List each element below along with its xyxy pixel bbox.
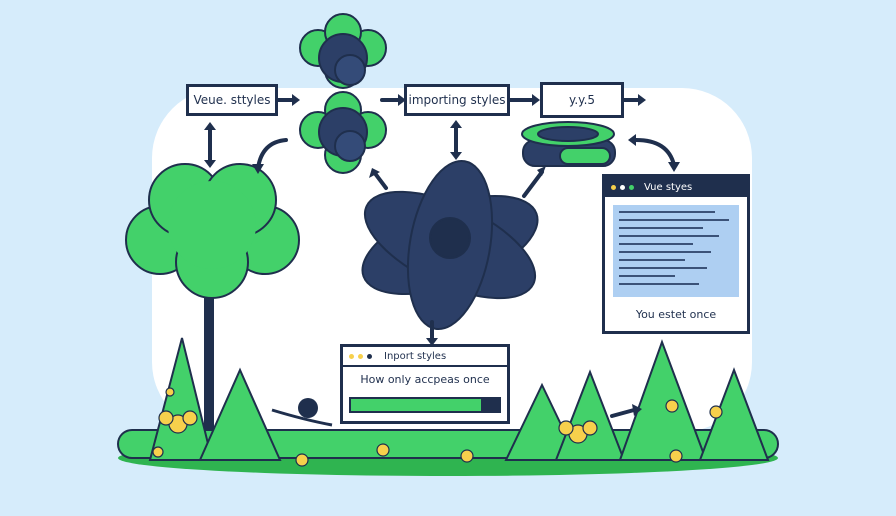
code-area	[613, 205, 739, 297]
arrow-heads	[204, 94, 680, 416]
code-line	[619, 227, 703, 229]
code-line	[619, 251, 711, 253]
code-line	[619, 283, 699, 285]
vue-styles-label: Veue. sttyles	[186, 84, 278, 116]
import-panel: Inport styles How only accpeas once	[340, 344, 510, 424]
vue-styles-text: Veue. sttyles	[193, 93, 271, 107]
code-line	[619, 243, 693, 245]
version-text: y.y.5	[568, 93, 596, 107]
atom-icon	[361, 160, 539, 330]
ramp-line	[271, 408, 333, 427]
tree-crown	[125, 163, 300, 299]
import-panel-titlebar: Inport styles	[343, 347, 507, 367]
import-progress-fill	[351, 399, 482, 411]
code-line	[619, 259, 685, 261]
code-panel-footer: You estet once	[635, 308, 717, 321]
cone-trees	[148, 337, 770, 461]
window-dot-icon	[367, 353, 372, 359]
window-dot-icon	[358, 353, 363, 359]
code-line	[619, 267, 707, 269]
code-line	[619, 275, 675, 277]
import-panel-title: Inport styles	[384, 350, 447, 362]
code-panel: Vue styes You estet once	[602, 174, 750, 334]
top-cluster-2	[299, 91, 387, 174]
flowers	[152, 387, 723, 467]
window-dot-icon	[349, 353, 354, 359]
code-line	[619, 235, 719, 237]
import-panel-subtitle: How only accpeas once	[343, 367, 507, 391]
tree-trunk	[204, 262, 214, 430]
code-line	[619, 211, 715, 213]
code-panel-title: Vue styes	[644, 181, 693, 193]
window-dot-icon	[629, 184, 634, 190]
import-progress-bar	[349, 397, 501, 413]
code-line	[619, 219, 729, 221]
code-panel-titlebar: Vue styes	[605, 177, 747, 197]
coin-stack-icon	[521, 121, 616, 167]
importing-styles-label: importing styles	[404, 84, 510, 116]
version-label: y.y.5	[540, 82, 624, 118]
small-ball	[298, 398, 318, 418]
flow-arrows	[208, 98, 676, 418]
importing-styles-text: importing styles	[408, 93, 506, 107]
top-cluster-1	[299, 13, 387, 89]
window-dot-icon	[620, 184, 625, 190]
window-dot-icon	[611, 184, 616, 190]
